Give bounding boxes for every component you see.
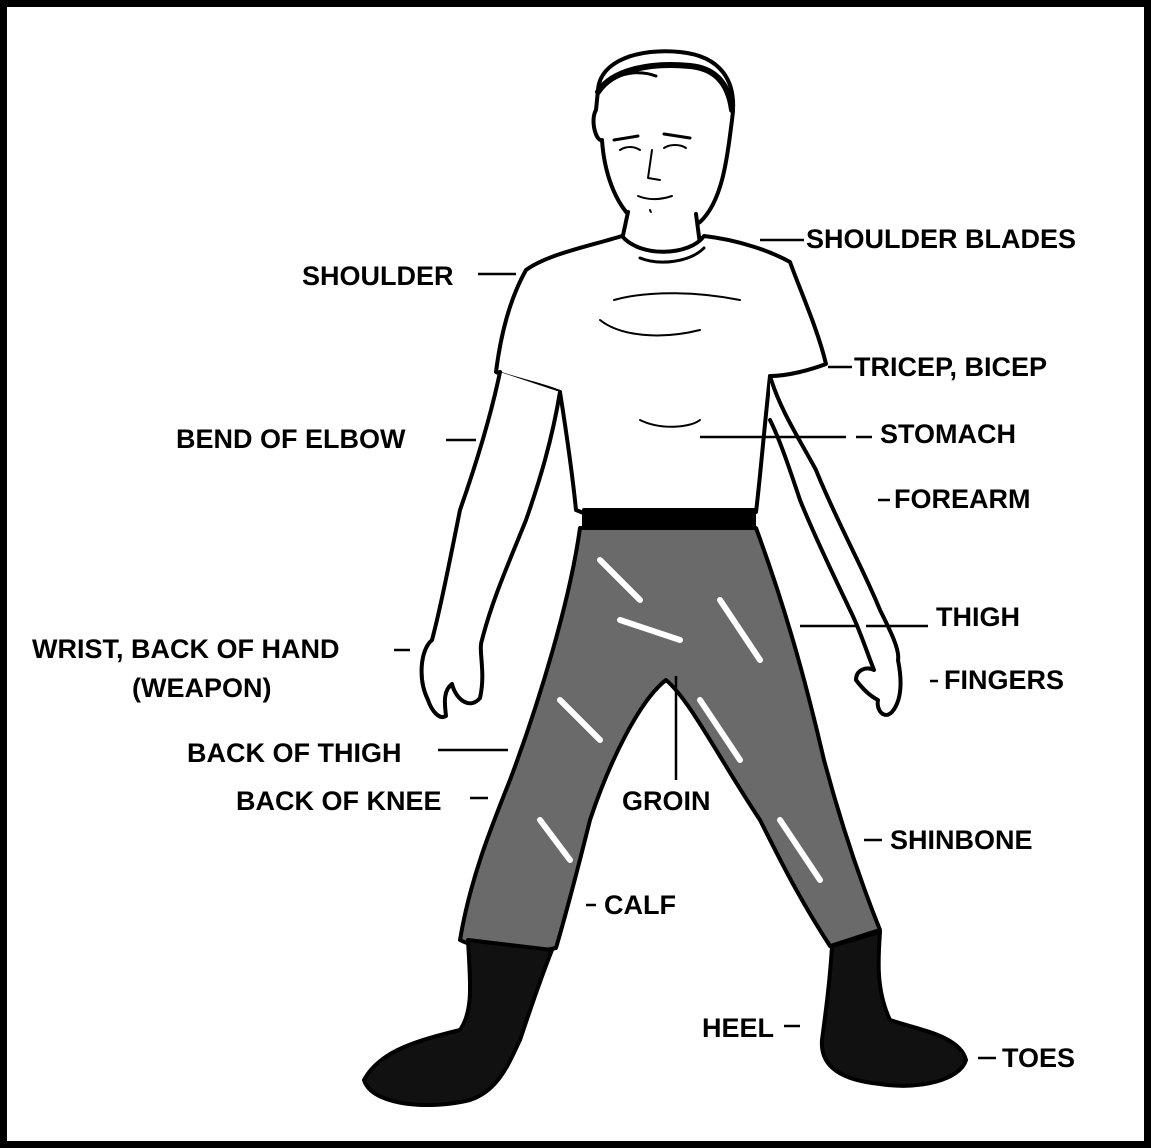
left-arm (422, 372, 560, 717)
label-thigh: THIGH (936, 602, 1020, 632)
label-shinbone: SHINBONE (890, 825, 1033, 855)
label-bend-of-elbow: BEND OF ELBOW (176, 424, 406, 454)
label-wrist-back-of-hand: WRIST, BACK OF HAND (32, 634, 339, 664)
label-heel: HEEL (702, 1013, 774, 1043)
shirt (496, 236, 826, 517)
label-back-of-thigh: BACK OF THIGH (187, 738, 401, 768)
label-calf: CALF (604, 890, 676, 920)
label-fingers: FINGERS (944, 665, 1064, 695)
label-tricep-bicep: TRICEP, BICEP (854, 352, 1047, 382)
left-boot (364, 940, 552, 1105)
label-shoulder: SHOULDER (302, 261, 454, 291)
label-back-of-knee: BACK OF KNEE (236, 786, 442, 816)
soldier-figure (364, 51, 966, 1105)
label-stomach: STOMACH (880, 419, 1016, 449)
pants (460, 528, 880, 952)
right-boot (822, 932, 966, 1086)
label-groin: GROIN (622, 786, 711, 816)
label-forearm: FOREARM (894, 484, 1031, 514)
label-toes: TOES (1002, 1043, 1075, 1073)
label-shoulder-blades: SHOULDER BLADES (806, 224, 1076, 254)
label-weapon: (WEAPON) (132, 673, 271, 703)
head (594, 51, 734, 233)
